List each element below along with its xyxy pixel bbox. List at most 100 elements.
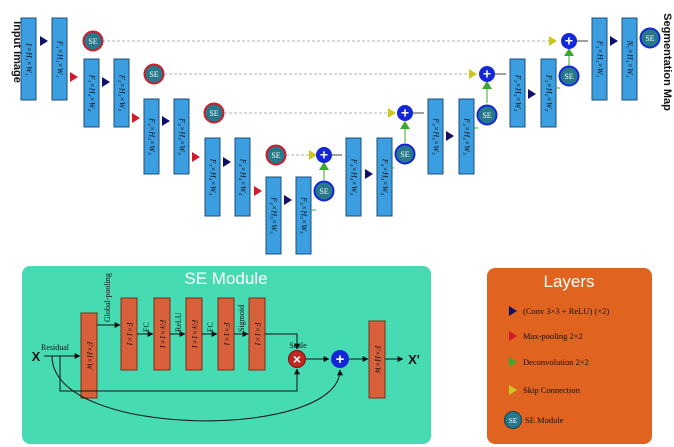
svg-text:SE: SE (209, 109, 218, 118)
svg-text:F×H×W: F×H×W (373, 344, 382, 374)
scale-multiply-icon: × (288, 350, 306, 368)
scale-label: Scale (289, 341, 307, 350)
yellow-triangle-icon (509, 385, 517, 395)
plus-icon: + (316, 147, 332, 163)
se-module-icon: SE (558, 65, 580, 87)
svg-text:SE Module: SE Module (525, 415, 564, 425)
pool-arrow-icon (192, 152, 200, 162)
deconv-arrows (319, 48, 574, 170)
unet-decoder: F₄×H₄×W₄ F₄×H₄×W₄ F₃×H₃×W₃ F₃×H₃×W₃ F₂×H… (345, 17, 638, 217)
se-module-icon: SE (203, 102, 225, 124)
svg-text:Deconvolution 2×2: Deconvolution 2×2 (523, 357, 589, 367)
unet-block: F₄×H₅×W₅ (265, 176, 282, 255)
plus-icon: + (479, 66, 495, 82)
deconv-arrow-icon (319, 162, 329, 170)
svg-text:F₃×H₄×W₄: F₃×H₄×W₄ (209, 158, 218, 196)
svg-text:F₃×H₃×W₃: F₃×H₃×W₃ (463, 117, 472, 155)
skip-se-modules: SE SE SE SE (82, 30, 287, 166)
unet-block: F₃×H₃×W₃ (173, 98, 190, 175)
plus-icon: + (561, 33, 577, 49)
skip-arrow-icon (469, 69, 477, 79)
unet-block: F₂×H₃×W₃ (143, 98, 160, 175)
relu-label: ReLU (174, 312, 183, 332)
unet-block: F₁×H₁×W₁ (51, 17, 68, 101)
se-block-input (80, 312, 98, 399)
legend-background (487, 268, 652, 444)
se-module-panel: SE Module X Residual F×H×W Global-poolin… (22, 266, 431, 444)
se-module-icon: SE (394, 143, 416, 165)
svg-text:F₃×H₃×W₃: F₃×H₃×W₃ (178, 117, 187, 155)
residual-add-icon: + (331, 350, 349, 368)
pool-arrow-icon (254, 186, 262, 196)
se-module-icon: SE (476, 104, 498, 126)
add-nodes: + + + + (316, 33, 577, 163)
se-module-icon: SE (639, 27, 661, 49)
svg-text:+: + (336, 351, 345, 368)
svg-text:SE: SE (88, 37, 97, 46)
pool-arrow-icon (132, 113, 140, 123)
svg-text:F×1×1: F×1×1 (222, 321, 231, 346)
plus-links (332, 40, 588, 156)
unet-block: F₂×H₂×W₂ (113, 58, 130, 128)
svg-text:SE: SE (645, 34, 654, 43)
unet-block: N꜀×H₁×W₁ (621, 17, 638, 101)
svg-text:+: + (483, 66, 491, 82)
svg-text:SE: SE (400, 150, 409, 159)
se-input-label: X (32, 349, 41, 364)
svg-text:N꜀×H₁×W₁: N꜀×H₁×W₁ (626, 40, 635, 78)
svg-text:SE: SE (319, 187, 328, 196)
svg-text:F₁×H₂×W₂: F₁×H₂×W₂ (88, 74, 97, 112)
svg-text:F₅×H₅×W₅: F₅×H₅×W₅ (300, 196, 309, 234)
segmentation-map-label: Segmentation Map (661, 13, 673, 111)
svg-text:F×1×1: F×1×1 (125, 321, 134, 346)
svg-text:F×H×W: F×H×W (85, 340, 94, 370)
unet-block: F₂×H₂×W₂ (509, 58, 526, 128)
svg-text:F₃×H₃×W₃: F₃×H₃×W₃ (432, 117, 441, 155)
skip-arrows (309, 36, 557, 160)
unet-block: F₄×H₄×W₄ (234, 137, 251, 217)
legend-item-conv: (Conv 3×3 + ReLU) (×2) (509, 306, 609, 316)
deconv-arrow-icon (400, 121, 410, 129)
svg-text:1×H₁×W₁: 1×H₁×W₁ (25, 43, 34, 76)
svg-text:F₂×H₃×W₃: F₂×H₃×W₃ (148, 117, 157, 155)
conv-arrow-icon (162, 116, 170, 126)
legend-item-se: SE SE Module (504, 411, 564, 429)
conv-arrows (40, 36, 618, 205)
input-image-label: Input Image (11, 21, 23, 83)
svg-text:F₄×H₄×W₄: F₄×H₄×W₄ (239, 158, 248, 196)
svg-text:SE: SE (509, 416, 518, 425)
svg-text:F/r×1×1: F/r×1×1 (190, 318, 199, 348)
se-panel-title: SE Module (184, 269, 267, 288)
unet-block: F₁×H₂×W₂ (83, 58, 100, 128)
unet-block: 1×H₁×W₁ (20, 17, 37, 101)
unet-block: F₁×H₁×W₁ (591, 17, 608, 101)
se-module-icon: SE (82, 30, 104, 52)
se-circle-icon: SE (504, 411, 522, 429)
conv-arrow-icon (610, 36, 618, 46)
svg-text:F₄×H₅×W₅: F₄×H₅×W₅ (270, 196, 279, 234)
svg-text:F₂×H₂×W₂: F₂×H₂×W₂ (545, 74, 554, 112)
navy-triangle-icon (509, 306, 517, 316)
deconv-arrow-icon (482, 81, 492, 89)
conv-arrow-icon (284, 195, 292, 205)
skip-arrow-icon (309, 150, 317, 160)
plus-icon: + (397, 105, 413, 121)
fc2-label: FC (206, 322, 215, 332)
svg-text:(Conv 3×3 + ReLU) (×2): (Conv 3×3 + ReLU) (×2) (523, 306, 609, 316)
conv-arrow-icon (40, 36, 48, 46)
svg-text:F₁×H₁×W₁: F₁×H₁×W₁ (596, 40, 605, 78)
legend-item-maxpool: Max-pooling 2×2 (509, 331, 583, 341)
residual-label: Residual (41, 343, 70, 352)
svg-text:F₄×H₄×W₄: F₄×H₄×W₄ (381, 158, 390, 196)
skip-arrow-icon (388, 108, 396, 118)
red-triangle-icon (509, 331, 517, 341)
skip-arrow-icon (549, 36, 557, 46)
layers-legend-panel: Layers (Conv 3×3 + ReLU) (×2) Max-poolin… (487, 268, 652, 444)
pool-arrow-icon (70, 72, 78, 82)
svg-text:+: + (401, 105, 409, 121)
svg-text:SE: SE (149, 70, 158, 79)
unet-block: F₄×H₄×W₄ (345, 137, 362, 217)
unet-block: F₂×H₂×W₂ (540, 58, 557, 128)
se-module-icon: SE (313, 180, 335, 202)
se-output-label: X' (408, 352, 420, 367)
